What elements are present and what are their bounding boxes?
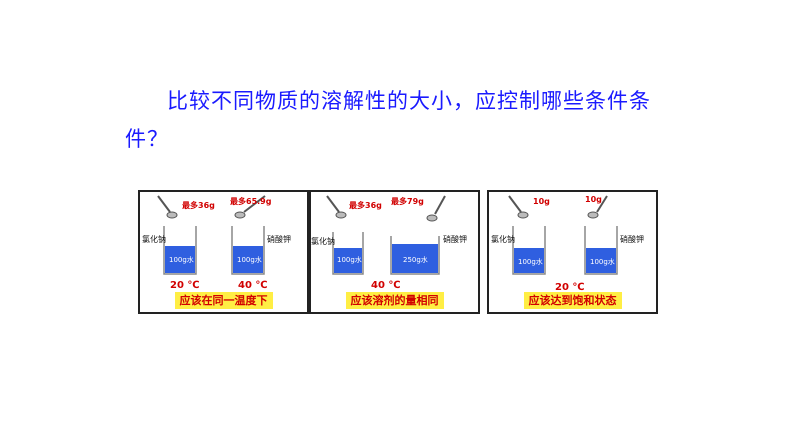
right-water-label: 250g水 <box>403 255 428 264</box>
left-water-label: 100g水 <box>169 255 194 264</box>
left-salt-label: 氯化钠 <box>142 234 166 244</box>
right-amount: 最多79g <box>391 196 424 206</box>
spoon-icon <box>326 195 340 213</box>
panel-same-temperature: 最多36g 最多65.9g 氯化钠 硝酸钾 100g水 100g水 20 ℃ 4… <box>138 190 309 314</box>
beaker-left <box>163 226 197 275</box>
beaker-right <box>584 226 618 275</box>
water-left <box>165 246 195 273</box>
water-right <box>233 246 263 273</box>
water-right <box>392 244 438 273</box>
left-temp: 20 ℃ <box>170 280 200 291</box>
left-amount: 10g <box>533 197 550 206</box>
left-water-label: 100g水 <box>518 257 543 266</box>
temp: 20 ℃ <box>555 282 585 293</box>
water-right <box>586 248 616 273</box>
beaker-right <box>231 226 265 275</box>
right-salt-label: 硝酸钾 <box>443 234 467 244</box>
right-temp: 40 ℃ <box>238 280 268 291</box>
question-text: 比较不同物质的溶解性的大小，应控制哪些条件条件？ <box>125 89 651 151</box>
right-salt-label: 硝酸钾 <box>267 234 291 244</box>
right-water-label: 100g水 <box>237 255 262 264</box>
beaker-left <box>332 232 364 275</box>
spoon-icon <box>517 211 529 219</box>
spoon-icon <box>335 211 347 219</box>
right-salt-label: 硝酸钾 <box>620 234 644 244</box>
beaker-right <box>390 236 440 275</box>
left-salt-label: 氯化钠 <box>491 234 515 244</box>
right-amount: 最多65.9g <box>230 196 272 206</box>
caption: 应该达到饱和状态 <box>523 292 622 309</box>
panel-same-solvent: 最多36g 最多79g 氯化钠 硝酸钾 100g水 250g水 40 ℃ 应该溶… <box>309 190 480 314</box>
right-water-label: 100g水 <box>590 257 615 266</box>
water-left <box>514 248 544 273</box>
spoon-icon <box>596 195 608 213</box>
left-water-label: 100g水 <box>337 255 362 264</box>
spoon-icon <box>434 195 446 215</box>
spoon-icon <box>508 195 522 213</box>
spoon-icon <box>166 211 178 219</box>
spoon-icon <box>243 195 266 213</box>
right-amount: 10g <box>585 195 602 204</box>
water-left <box>334 248 362 273</box>
spoon-icon <box>234 211 246 219</box>
left-amount: 最多36g <box>349 200 382 210</box>
panel-saturated: 10g 10g 氯化钠 硝酸钾 100g水 100g水 20 ℃ 应该达到饱和状… <box>487 190 658 314</box>
beaker-left <box>512 226 546 275</box>
spoon-icon <box>426 214 438 222</box>
temp: 40 ℃ <box>371 280 401 291</box>
left-salt-label: 氯化钠 <box>311 236 335 246</box>
spoon-icon <box>157 195 171 213</box>
caption: 应该溶剂的量相同 <box>345 292 444 309</box>
caption: 应该在同一温度下 <box>174 292 273 309</box>
left-amount: 最多36g <box>182 200 215 210</box>
spoon-icon <box>587 211 599 219</box>
